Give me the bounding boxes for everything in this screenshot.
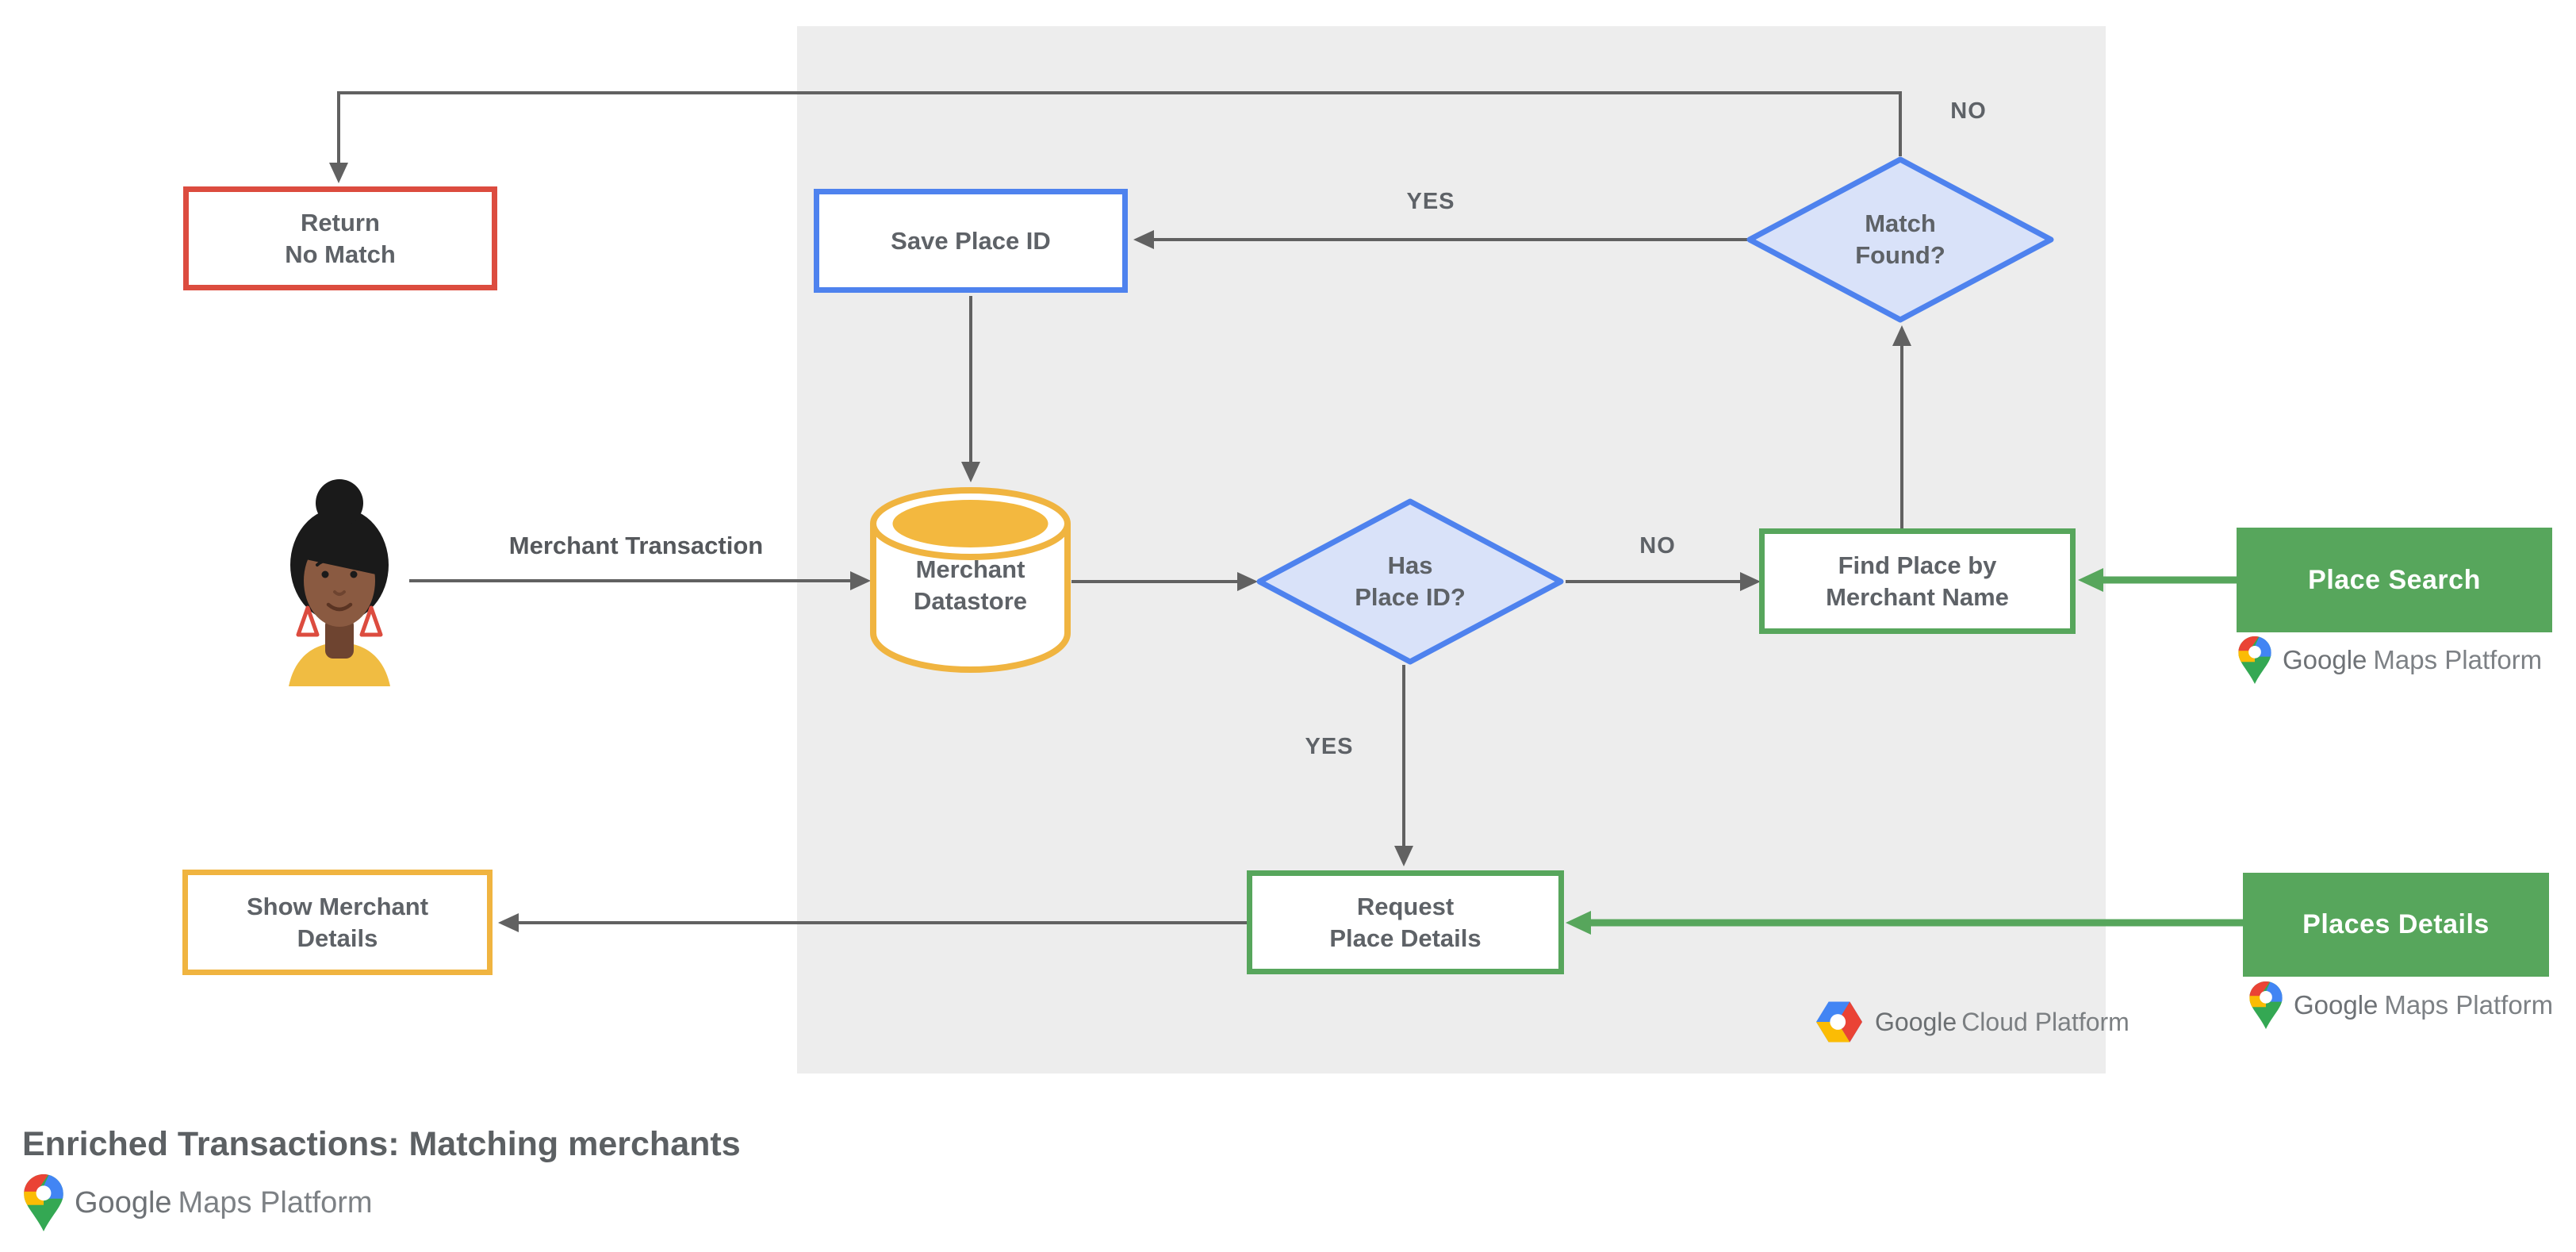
edge-label-match-found-no: NO: [1950, 98, 1987, 124]
logo-suffix-text: Maps Platform: [2373, 645, 2543, 674]
node-label: Match: [1865, 209, 1936, 237]
node-label: Has: [1387, 551, 1433, 579]
merchant-user-avatar: [289, 479, 390, 686]
node-merchant-datastore: Merchant Datastore: [869, 486, 1071, 676]
edge-label-has-place-id-yes: YES: [1305, 734, 1354, 759]
logo-suffix-text: Maps Platform: [2384, 990, 2554, 1020]
node-place-search-api: Place Search: [2237, 528, 2552, 632]
node-show-merchant-details: Show Merchant Details: [182, 870, 493, 975]
node-label: Save Place ID: [891, 226, 1051, 255]
edge-label-match-found-yes: YES: [1406, 189, 1455, 214]
node-label: Place Search: [2308, 564, 2481, 595]
diamond-shape: [1256, 498, 1564, 665]
node-label: Show Merchant: [246, 892, 429, 920]
diagram-title: Enriched Transactions: Matching merchant…: [22, 1125, 741, 1163]
logo-suffix-text: Cloud Platform: [1961, 1007, 2129, 1036]
logo-brand-text: Google: [75, 1185, 172, 1219]
node-return-no-match: Return No Match: [183, 186, 497, 290]
logo-brand-text: Google: [1875, 1007, 1957, 1036]
maps-pin-icon: [24, 1174, 63, 1231]
logo-brand-text: Google: [2283, 645, 2367, 674]
maps-pin-icon: [2238, 636, 2271, 684]
decision-match-found: Match Found?: [1745, 155, 2056, 325]
decision-has-place-id: Has Place ID?: [1255, 497, 1566, 666]
node-places-details-api: Places Details: [2243, 873, 2549, 977]
node-label: Place Details: [1329, 924, 1482, 952]
node-label: Places Details: [2302, 909, 2490, 939]
database-cylinder-icon: [870, 487, 1071, 673]
edge-label-has-place-id-no: NO: [1639, 533, 1676, 559]
node-find-place-by-merchant-name: Find Place by Merchant Name: [1759, 528, 2076, 634]
node-label: Return: [301, 208, 380, 236]
diamond-shape: [1746, 156, 2054, 323]
node-label: Find Place by: [1838, 551, 1997, 579]
logo-brand-text: Google: [2294, 990, 2379, 1020]
node-label: Datastore: [914, 587, 1027, 615]
node-request-place-details: Request Place Details: [1247, 870, 1564, 974]
logo-suffix-text: Maps Platform: [178, 1185, 373, 1219]
maps-pin-icon: [2249, 981, 2283, 1029]
node-label: Found?: [1855, 241, 1945, 269]
node-label: Merchant Name: [1826, 582, 2009, 611]
node-label: Place ID?: [1355, 583, 1466, 611]
cloud-hexagon-icon: [1816, 1001, 1862, 1043]
node-label: No Match: [285, 240, 396, 268]
merchant-transaction-label: Merchant Transaction: [508, 532, 764, 559]
node-label: Request: [1356, 892, 1455, 920]
node-save-place-id: Save Place ID: [814, 189, 1128, 293]
node-label: Merchant: [915, 555, 1025, 583]
node-label: Details: [297, 924, 378, 952]
